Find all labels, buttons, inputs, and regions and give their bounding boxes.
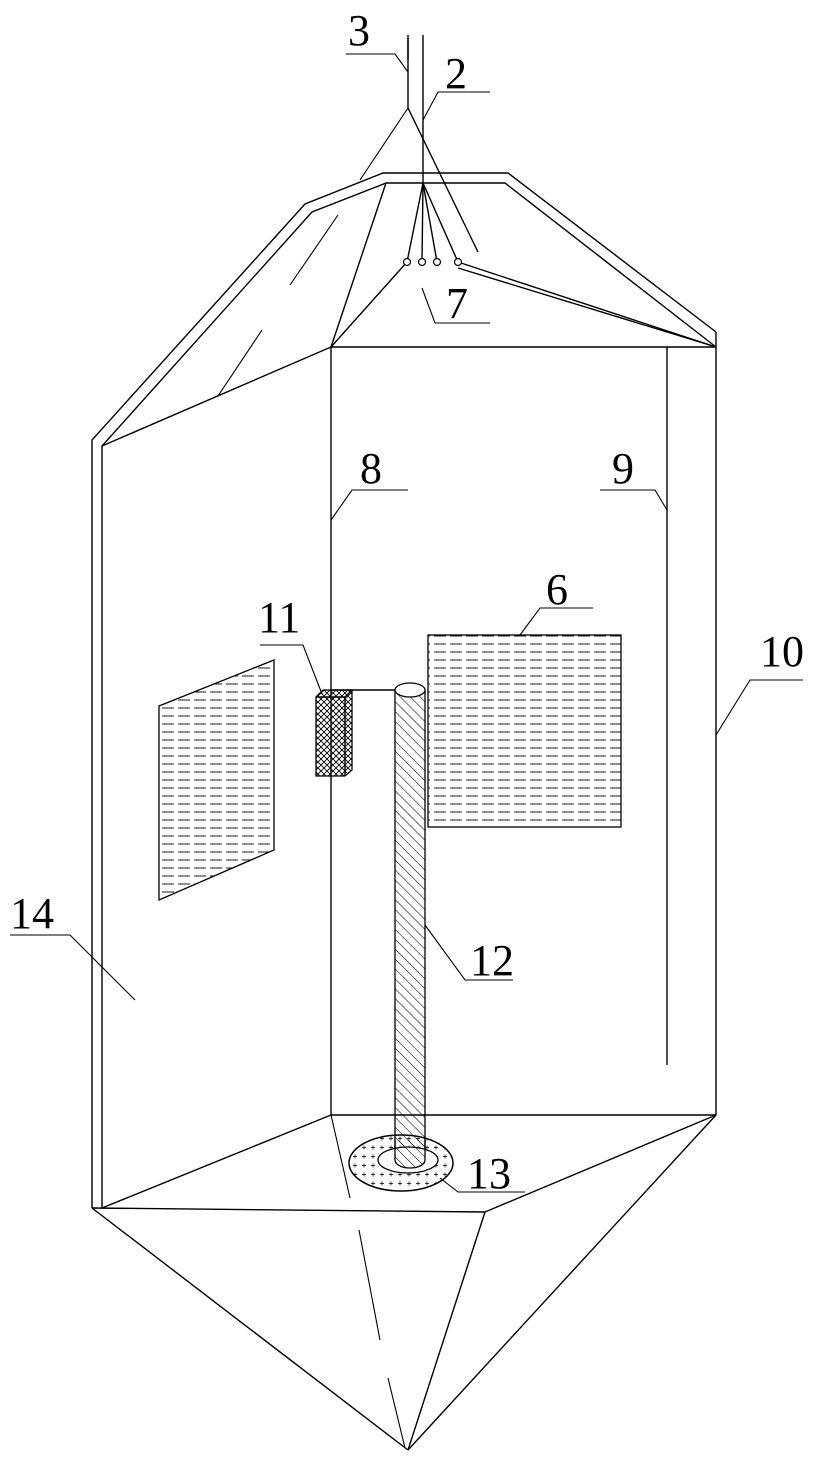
label-9: 9 — [612, 444, 634, 493]
label-6: 6 — [546, 565, 568, 614]
nozzle-4 — [453, 257, 463, 267]
hanging-pipes — [407, 35, 424, 183]
spreader-lines — [402, 182, 463, 267]
leader-lines — [10, 53, 803, 1193]
outer-bag-shell — [91, 172, 717, 1208]
label-10: 10 — [760, 627, 804, 676]
label-3: 3 — [348, 6, 370, 55]
central-rod — [394, 682, 426, 1166]
label-13: 13 — [467, 1149, 511, 1198]
nozzle-1 — [402, 257, 412, 267]
nozzle-2 — [417, 257, 427, 267]
label-11: 11 — [258, 593, 300, 642]
label-12: 12 — [470, 936, 514, 985]
bottom-cone — [91, 1114, 717, 1451]
label-8: 8 — [360, 444, 382, 493]
nozzle-3 — [432, 257, 442, 267]
base-ring — [348, 1134, 454, 1192]
window-left — [158, 659, 275, 901]
label-14: 14 — [10, 889, 54, 938]
top-cone — [217, 107, 479, 397]
window-right — [427, 634, 622, 828]
mesh-block — [315, 689, 401, 777]
label-2: 2 — [445, 49, 467, 98]
label-7: 7 — [446, 279, 468, 328]
